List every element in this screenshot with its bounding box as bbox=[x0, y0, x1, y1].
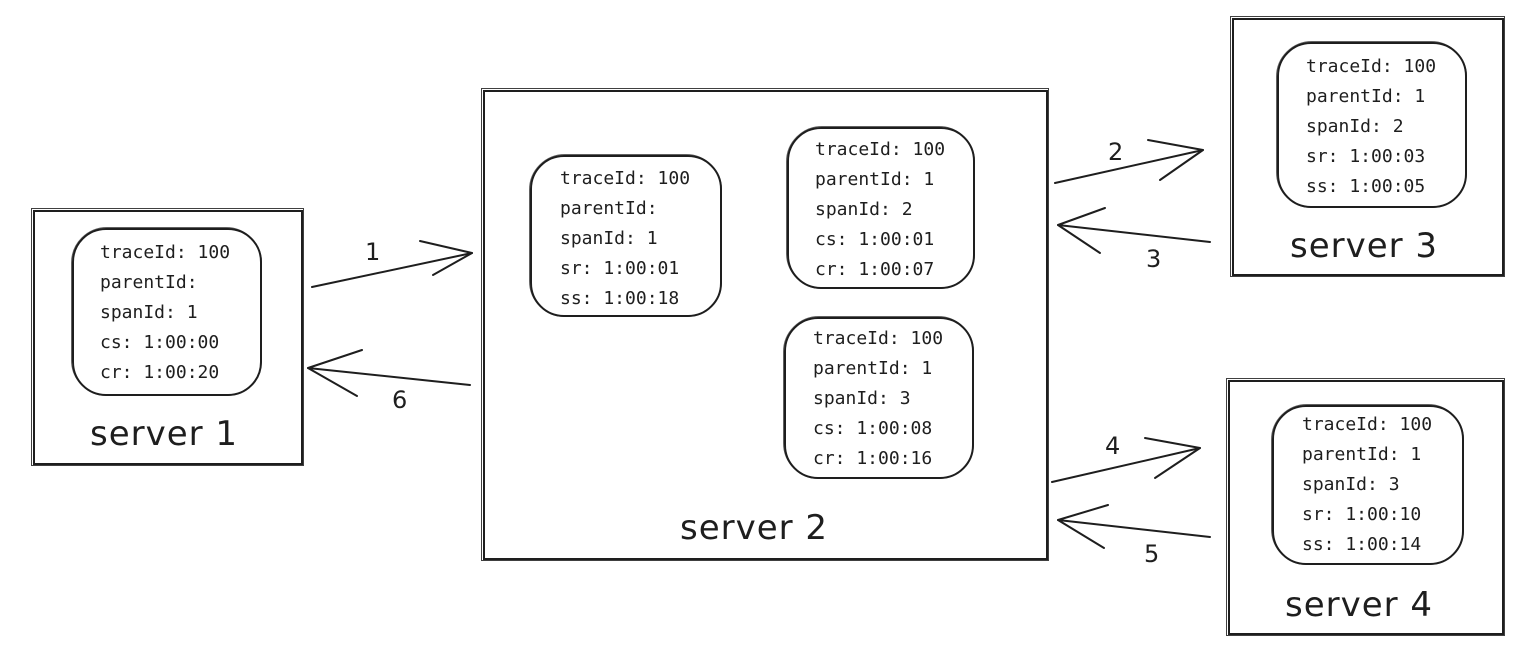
span-2b-trace-id: traceId: 100 bbox=[815, 139, 946, 160]
span-2c-trace-id: traceId: 100 bbox=[813, 328, 944, 349]
step-label-3: 3 bbox=[1146, 245, 1162, 273]
server-2-label: server 2 bbox=[680, 508, 829, 548]
span-2b-time-end: cr: 1:00:07 bbox=[815, 259, 935, 280]
span-card-server-2-receive bbox=[529, 154, 722, 317]
arrow-3 bbox=[1057, 207, 1211, 254]
span-2c-span-id: spanId: 3 bbox=[813, 388, 911, 409]
span-2a-time-start: sr: 1:00:01 bbox=[560, 258, 680, 279]
span-card-server-1 bbox=[71, 227, 262, 396]
span-4-trace-id: traceId: 100 bbox=[1302, 414, 1433, 435]
server-1-label: server 1 bbox=[90, 414, 239, 454]
step-label-1: 1 bbox=[365, 238, 381, 266]
span-4-time-end: ss: 1:00:14 bbox=[1302, 534, 1422, 555]
span-card-server-2-call-4 bbox=[783, 316, 974, 479]
server-3-label: server 3 bbox=[1290, 226, 1439, 266]
span-4-parent-id: parentId: 1 bbox=[1302, 444, 1422, 465]
span-card-server-2-call-3 bbox=[786, 126, 975, 289]
span-2b-span-id: spanId: 2 bbox=[815, 199, 913, 220]
span-2b-parent-id: parentId: 1 bbox=[815, 169, 935, 190]
span-3-time-end: ss: 1:00:05 bbox=[1306, 176, 1426, 197]
span-4-time-start: sr: 1:00:10 bbox=[1302, 504, 1422, 525]
span-3-span-id: spanId: 2 bbox=[1306, 116, 1404, 137]
step-label-4: 4 bbox=[1105, 432, 1121, 460]
span-2c-time-start: cs: 1:00:08 bbox=[813, 418, 933, 439]
span-1-trace-id: traceId: 100 bbox=[100, 242, 231, 263]
span-card-server-3 bbox=[1276, 41, 1467, 208]
span-card-server-4 bbox=[1271, 404, 1464, 565]
span-1-time-start: cs: 1:00:00 bbox=[100, 332, 220, 353]
span-1-span-id: spanId: 1 bbox=[100, 302, 198, 323]
arrow-6 bbox=[307, 349, 471, 397]
step-label-2: 2 bbox=[1108, 138, 1124, 166]
span-3-time-start: sr: 1:00:03 bbox=[1306, 146, 1426, 167]
span-2a-time-end: ss: 1:00:18 bbox=[560, 288, 680, 309]
span-1-time-end: cr: 1:00:20 bbox=[100, 362, 220, 383]
server-4-label: server 4 bbox=[1285, 585, 1434, 625]
span-2a-parent-id: parentId: bbox=[560, 198, 658, 219]
step-label-6: 6 bbox=[392, 386, 408, 414]
step-label-5: 5 bbox=[1144, 540, 1160, 568]
span-1-parent-id: parentId: bbox=[100, 272, 198, 293]
span-2a-trace-id: traceId: 100 bbox=[560, 168, 691, 189]
arrow-1 bbox=[311, 240, 473, 288]
span-4-span-id: spanId: 3 bbox=[1302, 474, 1400, 495]
span-2b-time-start: cs: 1:00:01 bbox=[815, 229, 935, 250]
arrow-2 bbox=[1054, 139, 1204, 184]
span-3-parent-id: parentId: 1 bbox=[1306, 86, 1426, 107]
span-2c-parent-id: parentId: 1 bbox=[813, 358, 933, 379]
span-2a-span-id: spanId: 1 bbox=[560, 228, 658, 249]
arrow-4 bbox=[1051, 437, 1201, 483]
span-3-trace-id: traceId: 100 bbox=[1306, 56, 1437, 77]
arrow-5 bbox=[1057, 504, 1211, 549]
span-2c-time-end: cr: 1:00:16 bbox=[813, 448, 933, 469]
